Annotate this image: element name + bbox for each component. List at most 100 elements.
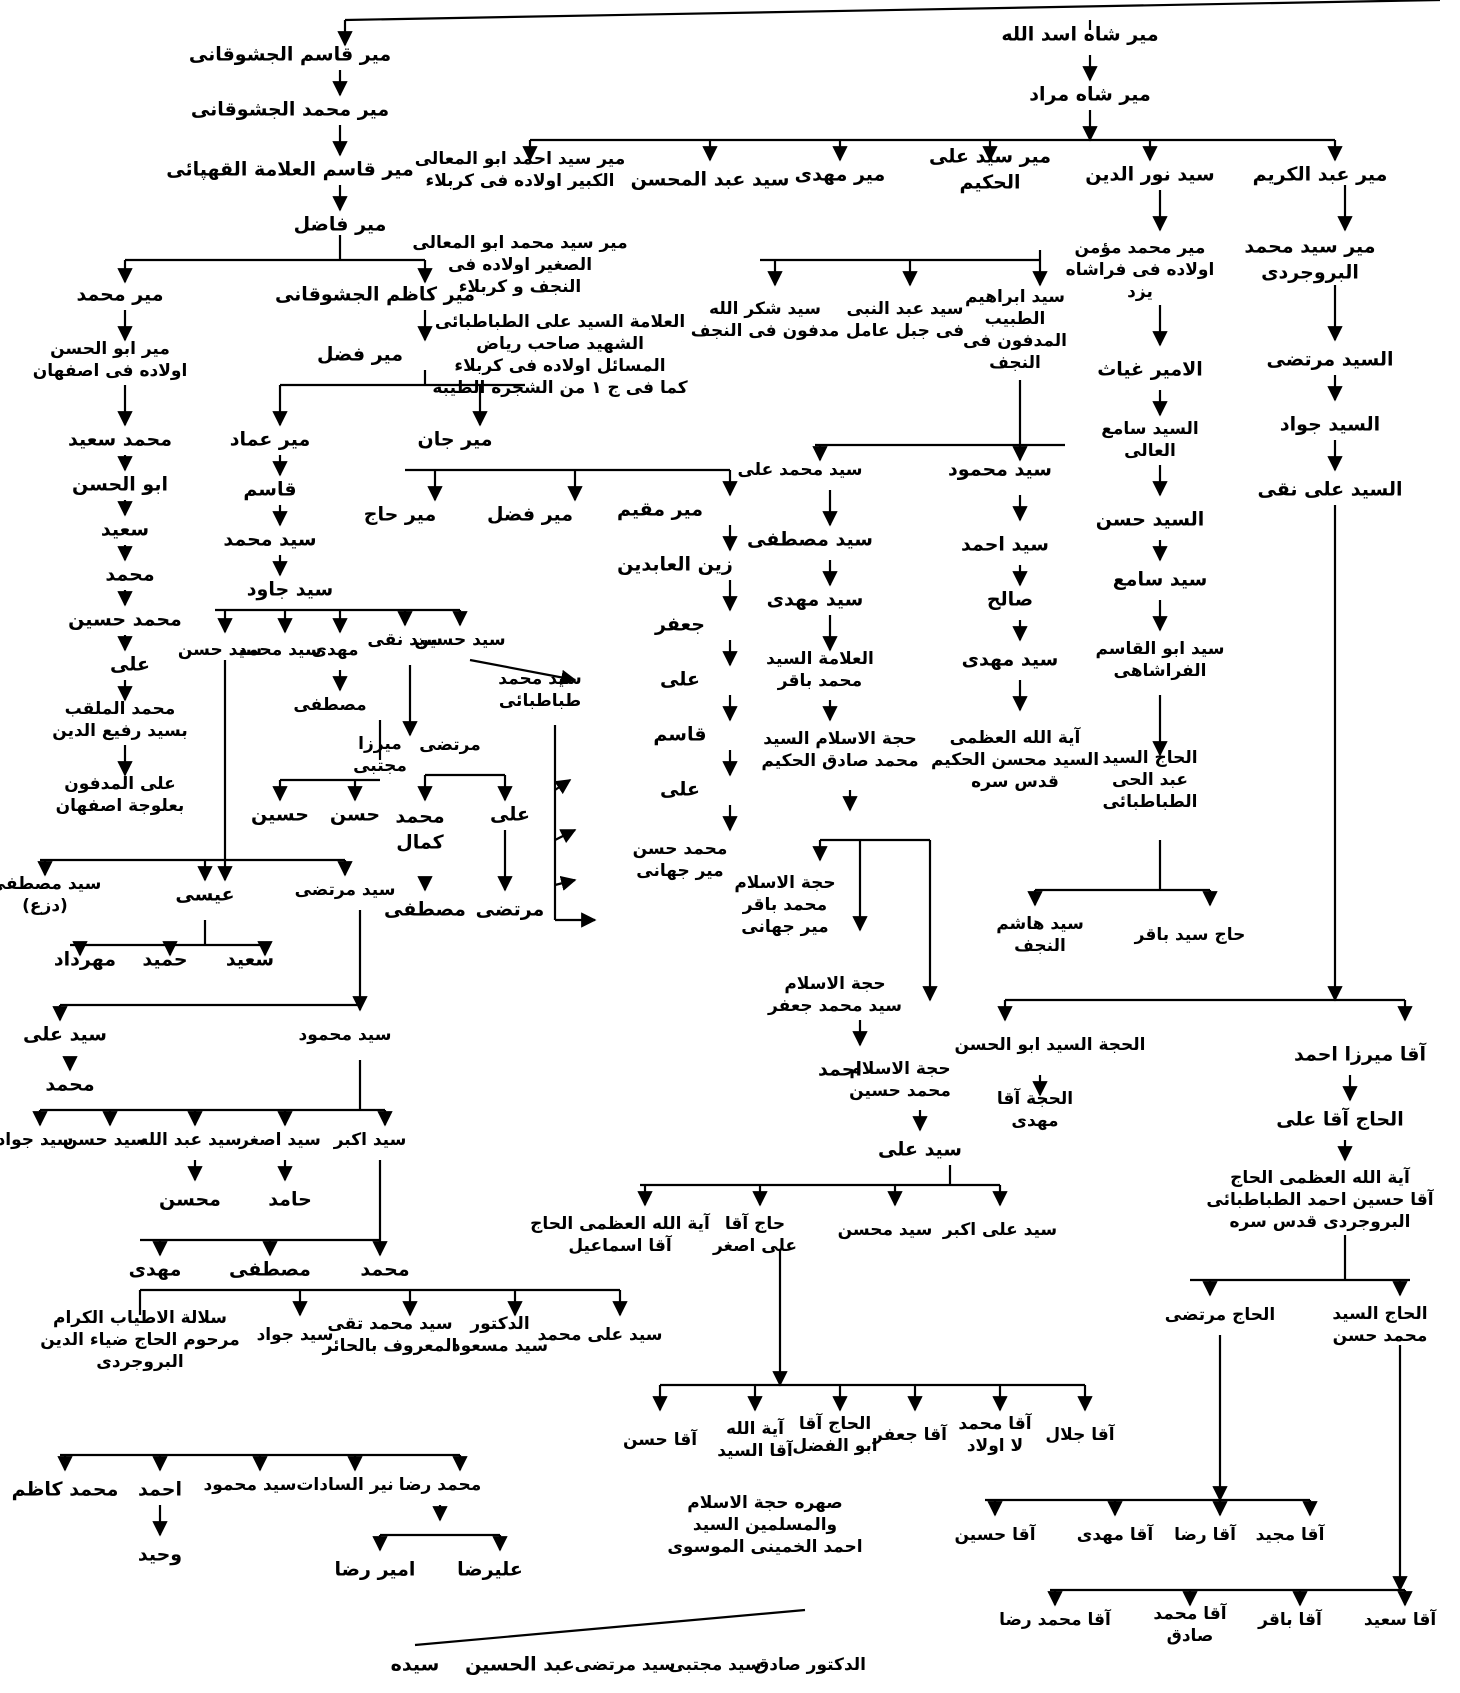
tree-connectors (32, 0, 1441, 1647)
person-name: قاسم (653, 724, 706, 746)
person-name: الامیر غیاث (1097, 359, 1203, 381)
person-name: المدفون فی (963, 331, 1067, 351)
person-name: سعید (226, 949, 274, 971)
person-name: آیة الله العظمی الحاج (530, 1212, 711, 1234)
person-name: سید نور الدین (1085, 164, 1214, 186)
person-name: علی (660, 779, 700, 801)
person-node: سید علی (23, 1024, 107, 1046)
person-name: سید علی (878, 1139, 962, 1161)
person-name: حاج آقا (725, 1212, 785, 1234)
person-name: حمید (142, 949, 187, 971)
person-node: سید مرتضی (575, 1655, 676, 1675)
person-name: صهره حجة الاسلام (687, 1493, 842, 1513)
person-node: مهدی (311, 640, 358, 660)
person-node: سید نقی (367, 630, 442, 650)
person-name: الحاج السید (1102, 748, 1197, 768)
person-name: علی (490, 804, 530, 826)
person-name: عبد الحسین (465, 1654, 575, 1676)
person-node: سید اصغر (238, 1130, 321, 1150)
person-name: آقا محمد رضا (999, 1608, 1112, 1630)
person-name: سید محمود (299, 1025, 392, 1045)
person-name: سید محمد (498, 669, 581, 689)
person-name: سید محمد تقی (327, 1314, 452, 1334)
person-node: السید حسن (1096, 509, 1204, 531)
person-name: مهدی (1011, 1111, 1058, 1131)
person-name: کمال (396, 832, 444, 854)
person-name: سید مصطفی (747, 529, 873, 551)
person-name: میر ابو الحسن (50, 339, 170, 359)
person-name: صالح (987, 589, 1033, 611)
person-node: سید محمود (299, 1025, 392, 1045)
person-name: الصغیر اولاده فی (448, 255, 592, 275)
person-node: ابو الحسن (72, 474, 168, 496)
person-name: سید مرتضی (295, 880, 396, 900)
person-name: سید حسین (414, 630, 505, 650)
person-name: اولاده فی فراشاه (1066, 260, 1215, 280)
person-node: میر عماد (230, 429, 311, 451)
person-name: علی (110, 654, 150, 676)
person-node: سید محمد علی (737, 460, 862, 480)
person-node: علیرضا (457, 1559, 523, 1581)
person-name: سید علی (23, 1024, 107, 1046)
connector-line (414, 1608, 806, 1647)
connector-line (554, 829, 577, 844)
person-name: الحاج آقا (799, 1412, 871, 1434)
person-node: آقا سعید (1364, 1608, 1438, 1630)
person-name: آقا حسین احمد الطباطبائی (1206, 1188, 1434, 1210)
person-node: جعفر (654, 614, 705, 636)
person-node: سید حسن (63, 1130, 147, 1150)
person-node: میر جان (418, 429, 493, 451)
person-name: علیرضا (457, 1559, 523, 1581)
person-name: زین العابدین (617, 554, 733, 576)
person-node: سید حسین (414, 630, 505, 650)
person-name: سید مسعود (452, 1336, 548, 1356)
person-name: سید محمد (238, 640, 321, 660)
person-name: احمد (138, 1479, 182, 1501)
person-node: میر مهدی (795, 164, 886, 186)
person-node: السید جواد (1280, 414, 1380, 436)
person-node: سید جاود (247, 579, 333, 601)
person-name: المعروف بالحائر (322, 1336, 458, 1356)
person-name: میر قاسم العلامة القهپائی (166, 159, 414, 181)
connector-line (344, 0, 1441, 22)
person-node: میر محمد (76, 284, 163, 306)
person-node: سید محمود (948, 459, 1052, 481)
person-name: حجة الاسلام السید (763, 729, 917, 749)
person-name: نیر السادات (296, 1475, 393, 1495)
person-node: میر عبد الکریم (1253, 164, 1388, 186)
person-name: آیة الله (726, 1417, 785, 1439)
person-name: عیسی (175, 884, 234, 906)
person-node: میر شاه مراد (1029, 84, 1150, 106)
person-name: محمد حسن (1333, 1326, 1428, 1346)
person-name: علی اصغر (712, 1236, 797, 1256)
person-node: حسن (330, 804, 380, 826)
person-node: سید عبد الله (138, 1130, 241, 1150)
person-name: امیر رضا (335, 1559, 416, 1581)
person-name: البروجردی (96, 1352, 183, 1372)
person-name: السید سامع (1101, 419, 1198, 439)
person-name: الدکتور (469, 1314, 529, 1334)
person-node: علی (110, 654, 150, 676)
person-name: احمد (818, 1059, 862, 1081)
person-name: الکبیر اولاده فی کربلاء (426, 171, 615, 191)
person-node: سید حسن (178, 640, 262, 660)
person-name: حجة الاسلام (849, 1059, 950, 1079)
person-node: سید مهدی (962, 649, 1059, 671)
person-name: آقا محمد (958, 1412, 1032, 1434)
person-name: سید حسن (178, 640, 262, 660)
person-node: علی (660, 669, 700, 691)
person-name: الحکیم (959, 172, 1020, 194)
person-name: النجف و کربلاء (459, 277, 582, 297)
person-name: علی المدفون (64, 774, 175, 794)
person-name: میر محمد الجشوقانی (191, 99, 389, 121)
